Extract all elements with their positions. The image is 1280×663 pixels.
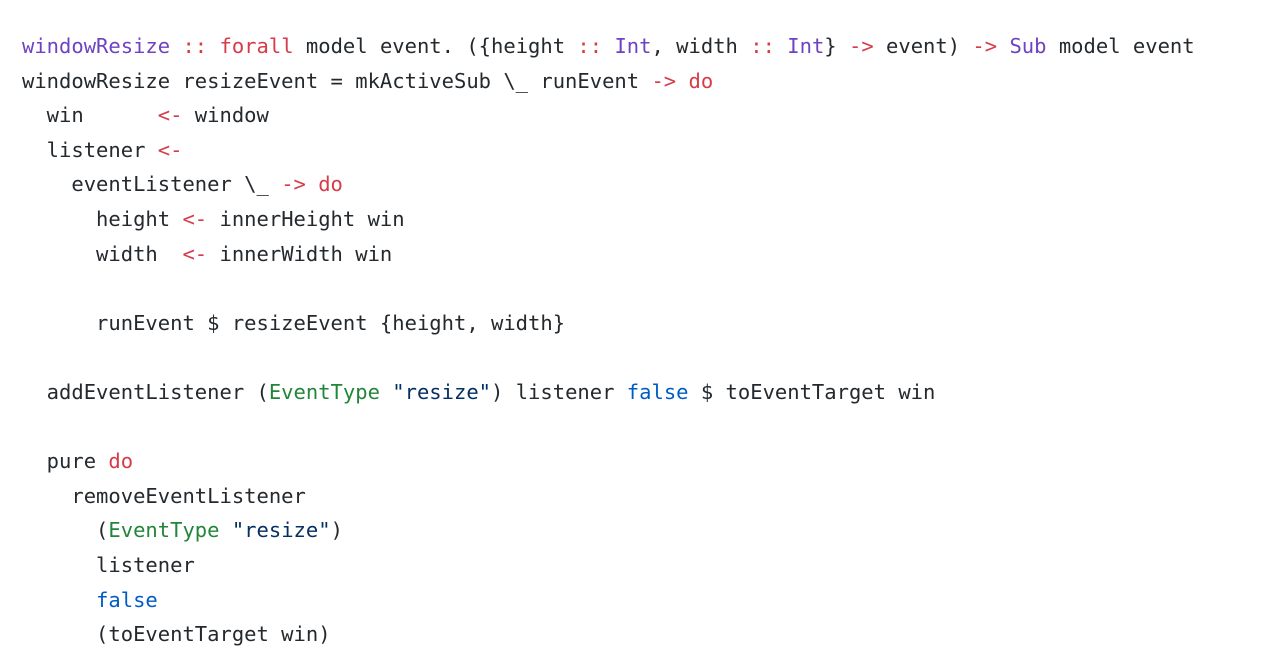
code-text: (toEventTarget win): [22, 622, 331, 647]
code-line: windowResize :: forall model event. ({he…: [22, 29, 1195, 64]
code-line: width <- innerWidth win: [22, 237, 1195, 272]
operator: ->: [972, 34, 998, 58]
code-line: height <- innerHeight win: [22, 202, 1195, 237]
code-line: ​: [22, 271, 1195, 306]
operator: <-: [157, 103, 183, 128]
code-text: addEventListener (: [22, 379, 269, 404]
code-line: eventListener \_ -> do: [22, 167, 1195, 202]
function-name: windowResize: [22, 34, 171, 58]
code-text: removeEventListener: [22, 483, 306, 508]
code-text: event): [873, 34, 973, 58]
code-text: [602, 34, 614, 58]
code-text: innerWidth win: [207, 241, 393, 266]
code-text: [220, 518, 232, 542]
code-text: ) listener: [491, 379, 627, 404]
code-line: windowResize resizeEvent = mkActiveSub \…: [22, 64, 1195, 99]
code-text: [306, 172, 318, 196]
type-name: Int: [614, 34, 652, 58]
string-literal: "resize": [392, 379, 492, 404]
code-text: [207, 34, 219, 58]
code-text: }: [824, 34, 849, 58]
code-text: height: [22, 206, 183, 231]
code-line: false: [22, 583, 1195, 618]
code-line: (EventType "resize"): [22, 513, 1195, 548]
string-literal: "resize": [231, 518, 331, 543]
code-text: runEvent $ resizeEvent {height, width}: [22, 310, 566, 335]
code-text: [380, 380, 392, 404]
code-text: window: [182, 103, 269, 128]
code-text: [676, 69, 688, 93]
code-line: removeEventListener: [22, 479, 1195, 514]
operator: ::: [182, 34, 208, 58]
boolean-literal: false: [96, 587, 158, 612]
code-text: win: [22, 103, 158, 128]
code-text: listener: [22, 137, 158, 162]
code-line: listener <-: [22, 133, 1195, 168]
keyword: do: [108, 449, 134, 474]
code-text: model event: [1046, 34, 1195, 58]
constructor: EventType: [268, 379, 380, 404]
operator: ->: [651, 68, 677, 93]
code-text: listener: [22, 552, 195, 577]
type-name: Sub: [1009, 34, 1047, 58]
operator: ->: [848, 34, 874, 58]
operator: ::: [577, 34, 603, 58]
code-text: width: [22, 241, 183, 266]
code-text: pure: [22, 449, 109, 474]
code-line: win <- window: [22, 98, 1195, 133]
code-line: listener: [22, 548, 1195, 583]
code-text: (: [22, 518, 109, 543]
code-text: eventListener \_: [22, 172, 282, 197]
keyword: do: [318, 172, 343, 197]
operator: <-: [182, 206, 208, 231]
code-text: [775, 34, 787, 58]
code-line: ​: [22, 340, 1195, 375]
code-text: $ toEventTarget win: [688, 379, 936, 404]
code-line: runEvent $ resizeEvent {height, width}: [22, 306, 1195, 341]
code-text: model event. ({height: [293, 34, 578, 58]
operator: <-: [157, 137, 183, 162]
operator: ->: [281, 172, 306, 197]
boolean-literal: false: [626, 379, 689, 404]
code-text: windowResize resizeEvent = mkActiveSub \…: [22, 68, 652, 93]
code-line: addEventListener (EventType "resize") li…: [22, 375, 1195, 410]
type-name: Int: [787, 34, 825, 58]
code-text: , width: [651, 34, 751, 58]
code-line: (toEventTarget win): [22, 617, 1195, 652]
keyword: forall: [219, 34, 294, 58]
code-text: [170, 34, 182, 58]
code-text: innerHeight win: [207, 206, 405, 231]
operator: <-: [182, 241, 208, 266]
code-line: pure do: [22, 444, 1195, 479]
code-block: windowResize :: forall model event. ({he…: [22, 29, 1195, 652]
operator: ::: [750, 34, 775, 58]
code-text: ): [330, 518, 343, 543]
code-text: [22, 588, 96, 612]
keyword: do: [688, 68, 714, 93]
constructor: EventType: [108, 518, 220, 543]
code-line: ​: [22, 410, 1195, 445]
code-text: [997, 34, 1009, 58]
